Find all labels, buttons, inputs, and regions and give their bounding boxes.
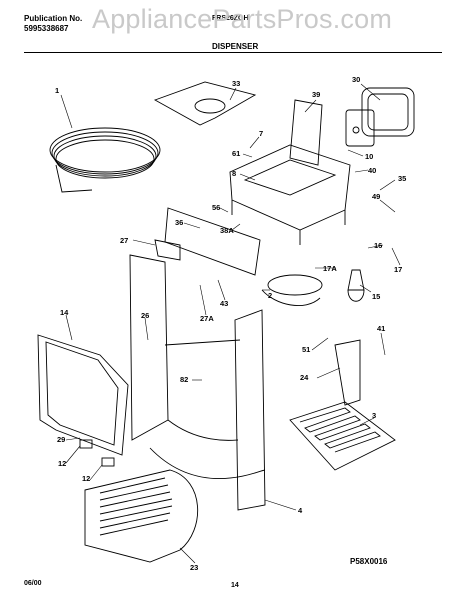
- callout-label: 24: [300, 373, 309, 382]
- callout-label: 41: [377, 324, 385, 333]
- callout-label: 7: [259, 129, 263, 138]
- footer-date: 06/00: [24, 580, 42, 587]
- callout-label: 51: [302, 345, 310, 354]
- callout-label: 2: [268, 291, 272, 300]
- callout-label: 3: [372, 411, 376, 420]
- callout-label: 38A: [220, 226, 234, 235]
- motor-housing-part: [345, 87, 415, 147]
- publication-label: Publication No.: [24, 14, 83, 23]
- heater-plate-part: [289, 401, 396, 471]
- actuator-arm-part: [334, 339, 361, 406]
- top-plate-part: [153, 81, 257, 126]
- clip-part: [79, 439, 93, 449]
- faceplate-part: [164, 207, 261, 276]
- callout-label: 23: [190, 563, 198, 572]
- callout-label: 49: [372, 192, 380, 201]
- dispenser-housing-part: [229, 144, 351, 245]
- section-title: DISPENSER: [212, 42, 259, 51]
- door-panel-part: [37, 334, 129, 456]
- right-column-part: [234, 309, 266, 511]
- callout-label: 43: [220, 299, 228, 308]
- callout-label: 36: [175, 218, 183, 227]
- watermark-text: AppliancePartsPros.com: [92, 4, 393, 34]
- callout-label: 17A: [323, 264, 337, 273]
- callout-label: 61: [232, 149, 240, 158]
- figure-code: P58X0016: [350, 557, 388, 566]
- callout-label: 16: [374, 241, 382, 250]
- callout-label: 26: [141, 311, 149, 320]
- callout-label: 17: [394, 265, 402, 274]
- callout-label: 39: [312, 90, 320, 99]
- callout-label: 1: [55, 86, 59, 95]
- base-cradle-part: [149, 339, 266, 480]
- tubing-coil-part: [49, 127, 161, 193]
- callout-label: 15: [372, 292, 380, 301]
- callout-label: 12: [58, 459, 66, 468]
- callout-label: 30: [352, 75, 360, 84]
- model-label: FRS26ZGH: [212, 15, 249, 22]
- callout-label: 14: [60, 308, 69, 317]
- drip-tray-part: [84, 469, 199, 563]
- callout-label: 35: [398, 174, 406, 183]
- left-column-part: [129, 254, 169, 441]
- callout-label: 10: [365, 152, 373, 161]
- callout-label: 4: [298, 506, 303, 515]
- callout-label: 29: [57, 435, 65, 444]
- callout-label: 27A: [200, 314, 214, 323]
- publication-number: 5995338687: [24, 24, 69, 33]
- callout-label: 27: [120, 236, 128, 245]
- callout-label: 56: [212, 203, 220, 212]
- funnel-part: [347, 269, 365, 302]
- callout-label: 33: [232, 79, 240, 88]
- page-number: 14: [231, 582, 239, 589]
- left-bracket-part: [154, 239, 181, 261]
- callout-label: 12: [82, 474, 90, 483]
- callout-label: 8: [232, 169, 236, 178]
- bracket-part: [289, 99, 323, 166]
- ring-part: [261, 289, 321, 306]
- callout-label: 82: [180, 375, 188, 384]
- header-divider: [24, 52, 442, 53]
- callout-label: 40: [368, 166, 376, 175]
